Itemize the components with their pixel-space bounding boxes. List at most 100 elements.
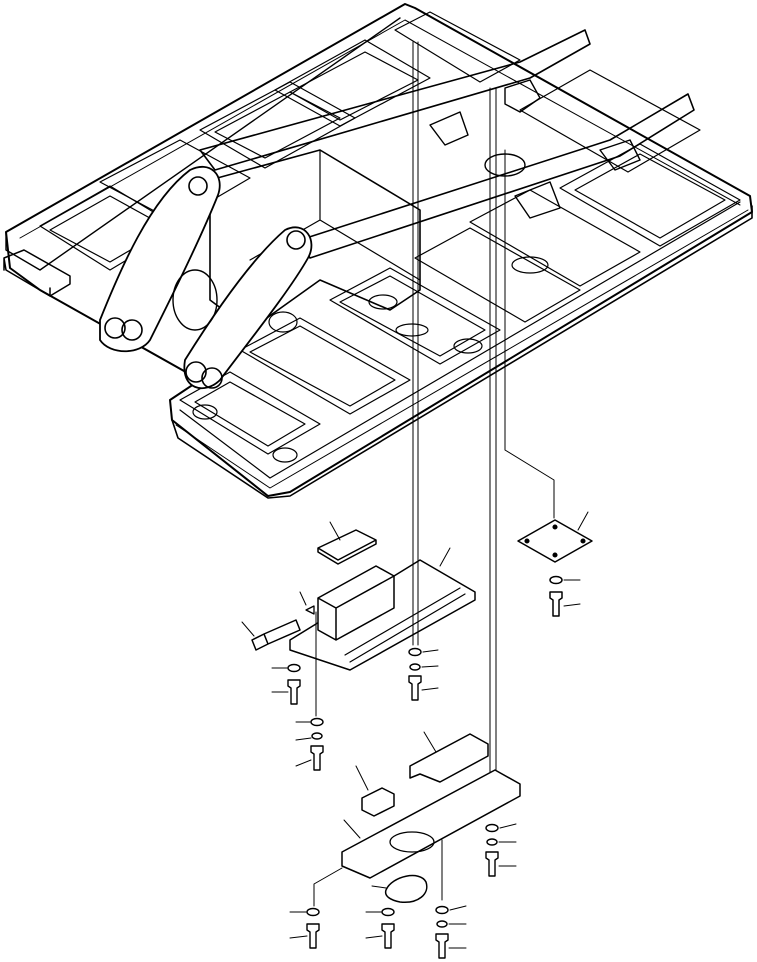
cover-plate-hole-4 bbox=[552, 552, 558, 558]
top-compartment bbox=[274, 39, 431, 127]
upper-compartment bbox=[199, 81, 356, 169]
small-lid bbox=[317, 529, 377, 565]
frame-front-edge bbox=[179, 201, 741, 479]
mounting-fasteners bbox=[271, 647, 439, 771]
lower-plate-hole bbox=[389, 831, 435, 853]
lower-plate bbox=[341, 769, 521, 879]
left-bolt-2 bbox=[310, 745, 324, 771]
plate-washer-1 bbox=[408, 647, 422, 657]
plate-washer-2 bbox=[409, 663, 421, 671]
left-ear-pin-hole bbox=[104, 317, 126, 339]
box-bolt-small-leader bbox=[299, 591, 307, 606]
lower-plate-group bbox=[341, 731, 521, 903]
beam-bracket-3 bbox=[429, 111, 469, 146]
plate-bolt bbox=[408, 675, 422, 701]
slot-hole-4 bbox=[511, 256, 549, 274]
left-step-bracket bbox=[3, 249, 71, 297]
large-boom-hole bbox=[268, 311, 298, 333]
beam-bracket-4 bbox=[514, 181, 561, 219]
slot-hole-3 bbox=[453, 338, 483, 354]
front-corner-hole bbox=[192, 404, 218, 420]
small-block bbox=[361, 787, 395, 817]
left-ear-top-hole bbox=[188, 176, 208, 196]
small-lid-leader bbox=[329, 521, 341, 541]
left-boom-ear bbox=[99, 165, 221, 353]
right-ear-pin-hole bbox=[185, 361, 207, 383]
lower-fasteners bbox=[289, 823, 517, 959]
frame-front-edge-2 bbox=[175, 209, 749, 489]
slot-hole-2 bbox=[395, 323, 429, 337]
lower-washer-r1 bbox=[485, 823, 499, 833]
left-bolt-1 bbox=[287, 679, 301, 705]
left-fastener-leaders-1 bbox=[271, 667, 289, 693]
lower-bolt-m1 bbox=[381, 923, 395, 949]
cover-plate-hole-1 bbox=[524, 538, 530, 544]
beam-bracket-2 bbox=[599, 139, 641, 171]
top-rear-compartment bbox=[394, 11, 521, 83]
square-cover-plate-group bbox=[517, 511, 593, 617]
lower-washer-m2 bbox=[435, 905, 449, 915]
front-left-box bbox=[239, 317, 411, 415]
left-washer-1 bbox=[287, 663, 301, 673]
box-bracket-group bbox=[241, 521, 476, 671]
frame-left-inner bbox=[19, 19, 741, 239]
guide-line-cover bbox=[504, 149, 555, 519]
lower-washer-r2 bbox=[486, 838, 498, 846]
left-washer-3 bbox=[311, 732, 323, 740]
left-ear-pin-hole-2 bbox=[121, 319, 143, 341]
beam-bracket-1 bbox=[504, 79, 541, 113]
cover-plate-hole-3 bbox=[580, 538, 586, 544]
lower-washer-l1 bbox=[306, 907, 320, 917]
mounting-plate-flange bbox=[344, 587, 466, 663]
center-box-1 bbox=[329, 267, 501, 365]
hole-cover-leader bbox=[371, 885, 387, 889]
long-cover bbox=[409, 733, 489, 783]
square-cover-plate bbox=[517, 519, 593, 563]
right-boom-ear bbox=[183, 226, 313, 390]
frame-top-outline bbox=[5, 3, 753, 497]
side-beam-upper bbox=[199, 29, 591, 171]
small-block-leader bbox=[355, 765, 369, 791]
frame-side-thickness bbox=[171, 205, 753, 499]
cover-plate-hole-2 bbox=[552, 524, 558, 530]
boom-cavity bbox=[172, 269, 218, 331]
lower-washer-m1 bbox=[381, 907, 395, 917]
side-bolt bbox=[251, 619, 301, 651]
side-bolt-leader bbox=[241, 621, 255, 637]
cover-bolt bbox=[549, 591, 563, 617]
lower-fastener-leaders-l1 bbox=[289, 911, 308, 939]
lower-bolt-m2 bbox=[435, 933, 449, 959]
cover-plate-leader bbox=[577, 511, 589, 531]
lower-bolt-l1 bbox=[306, 923, 320, 949]
lower-bolt-r bbox=[485, 851, 499, 877]
lower-fastener-leaders-r bbox=[498, 823, 517, 867]
boom-foot-brackets bbox=[99, 165, 313, 390]
cover-washer bbox=[549, 575, 563, 585]
mounting-plate-leader bbox=[439, 547, 451, 567]
center-box-2 bbox=[414, 227, 581, 323]
right-front-compartment bbox=[469, 189, 641, 287]
right-ear-pin-hole-2 bbox=[201, 367, 223, 389]
cover-bolt-leader bbox=[563, 603, 581, 607]
front-corner-hole-2 bbox=[272, 447, 298, 463]
side-beam-lower bbox=[299, 93, 695, 259]
box-bolt-small bbox=[305, 605, 315, 615]
lower-plate-hole-cover bbox=[384, 874, 428, 903]
left-compartment-2 bbox=[99, 139, 251, 223]
lower-washer-m3 bbox=[436, 920, 448, 928]
slot-hole-1 bbox=[368, 294, 398, 310]
lower-fastener-leaders-m1 bbox=[365, 911, 383, 939]
guide-lines bbox=[315, 41, 497, 791]
left-washer-2 bbox=[310, 717, 324, 727]
lower-plate-leader bbox=[343, 819, 361, 839]
lower-fastener-leaders-m2 bbox=[448, 905, 467, 949]
guide-line-lower-left bbox=[313, 867, 343, 907]
revolving-frame bbox=[3, 3, 753, 499]
long-cover-leader bbox=[423, 731, 437, 753]
right-rear-compartment bbox=[519, 69, 701, 173]
plate-fastener-leaders bbox=[421, 649, 439, 691]
right-ear-top-hole bbox=[286, 230, 306, 250]
open-box bbox=[317, 565, 395, 641]
